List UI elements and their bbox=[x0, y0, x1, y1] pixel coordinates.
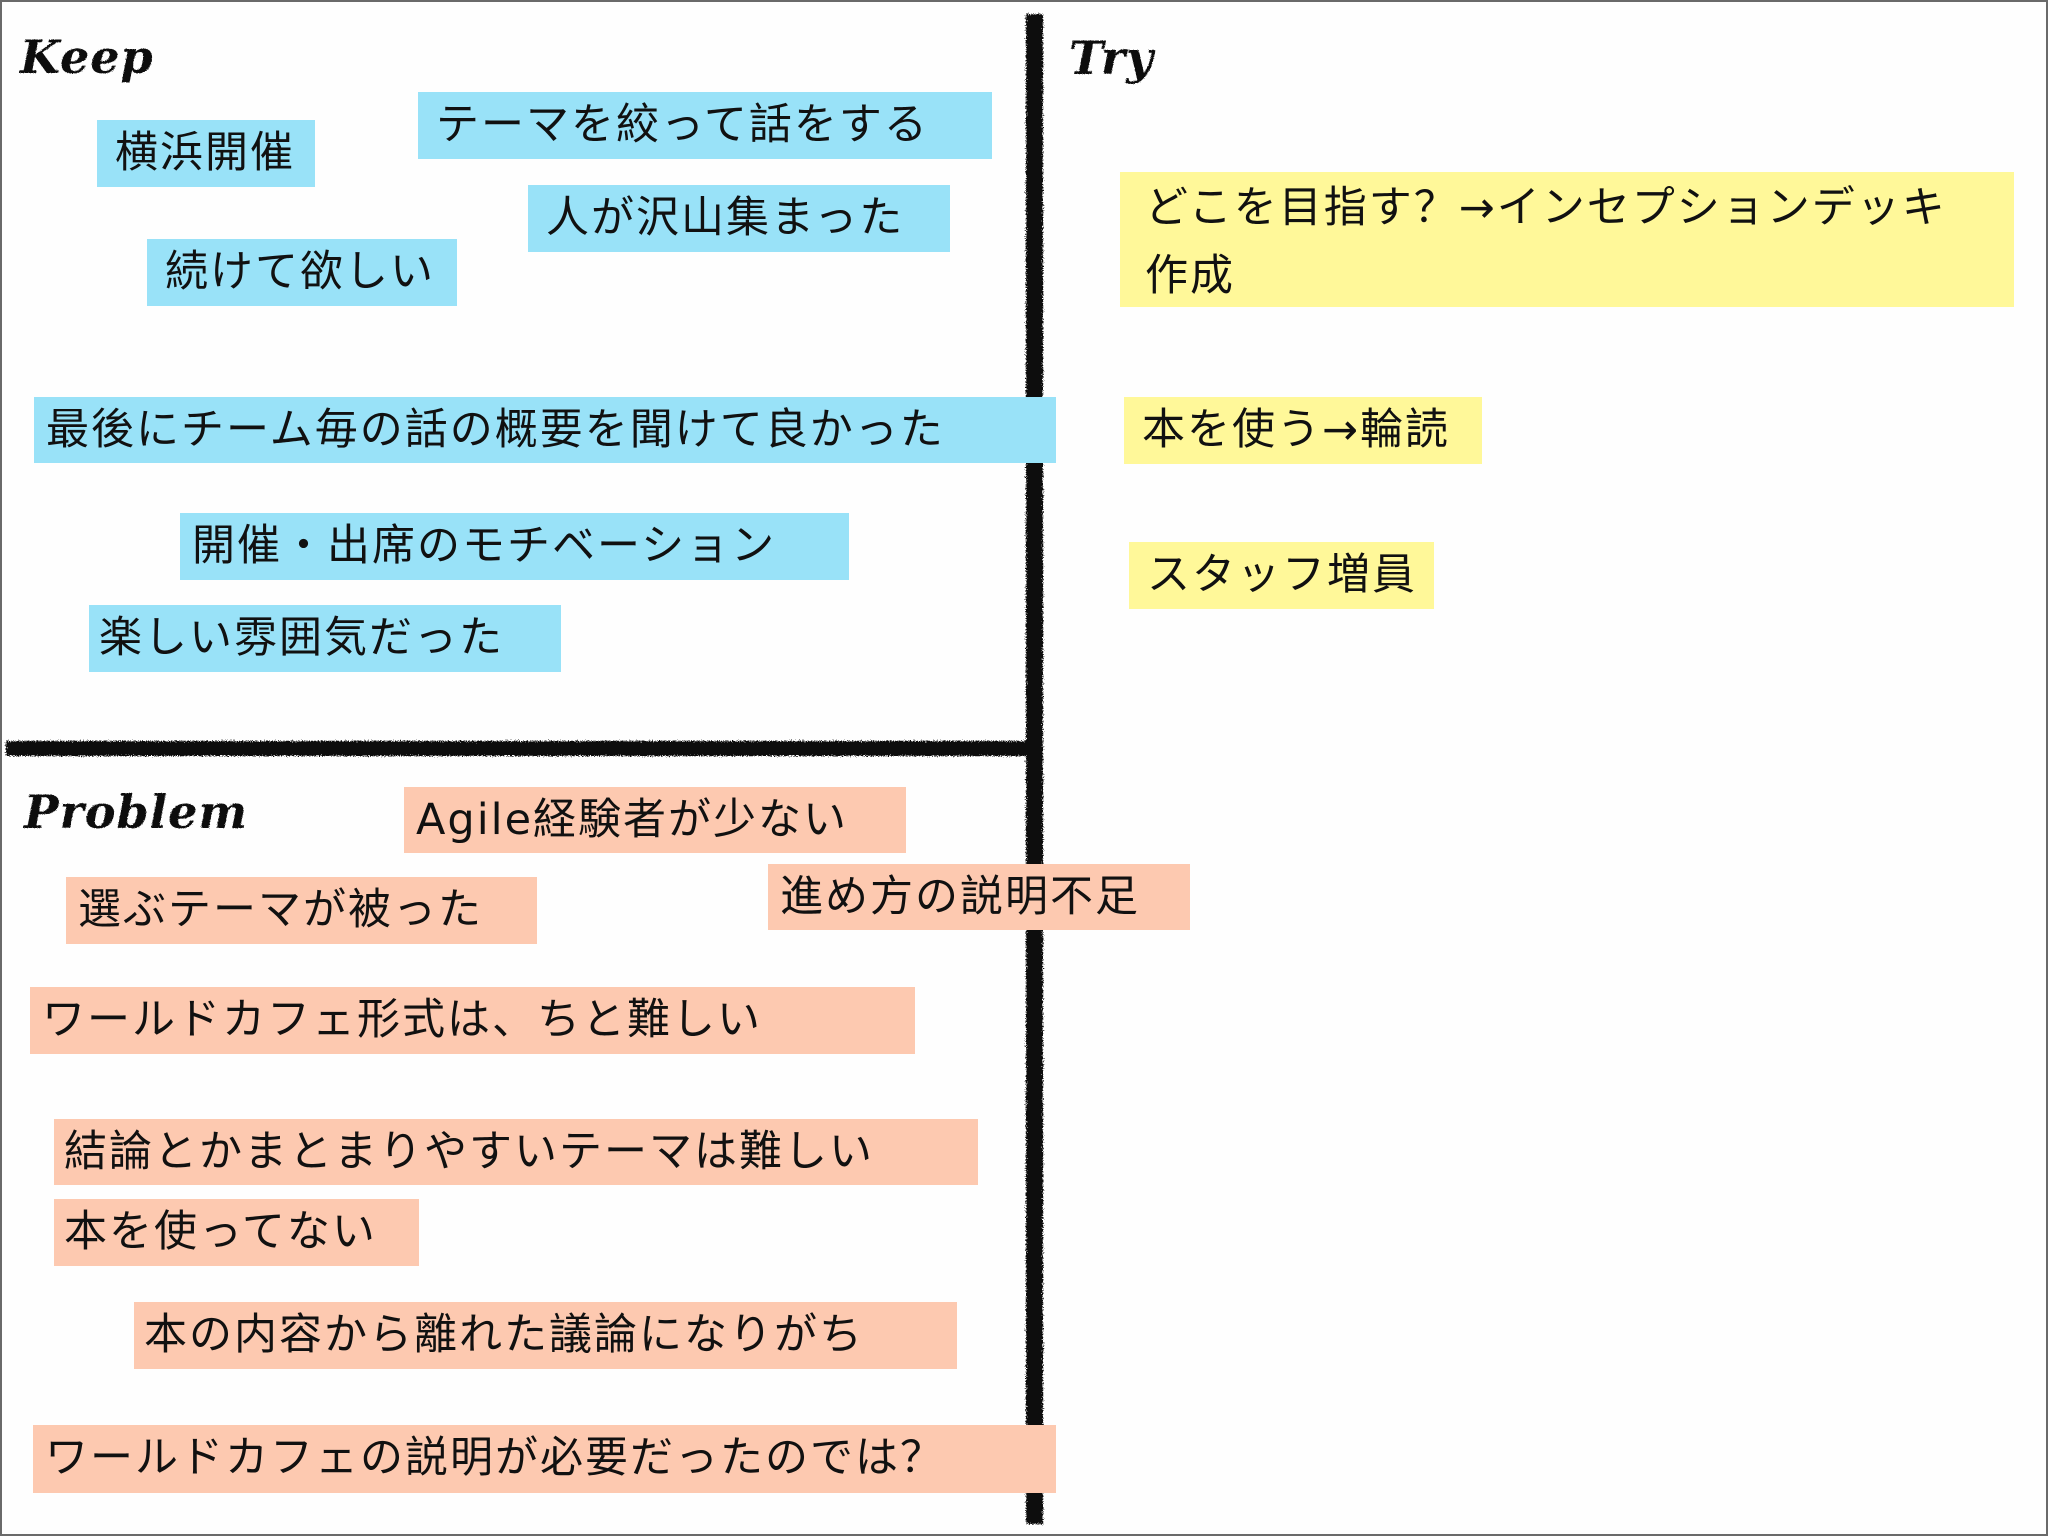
keep-note[interactable]: 開催・出席のモチベーション bbox=[180, 513, 849, 580]
note-text: 横浜開催 bbox=[115, 128, 295, 178]
problem-note[interactable]: 本を使ってない bbox=[54, 1199, 419, 1266]
problem-note[interactable]: ワールドカフェ形式は、ちと難しい bbox=[30, 987, 915, 1054]
vertical-divider bbox=[1026, 14, 1043, 1524]
problem-note[interactable]: 進め方の説明不足 bbox=[768, 864, 1190, 930]
try-title: Try bbox=[1069, 31, 1154, 85]
note-text: 進め方の説明不足 bbox=[780, 872, 1140, 922]
note-text: 選ぶテーマが被った bbox=[78, 885, 483, 935]
problem-note[interactable]: Agile経験者が少ない bbox=[404, 787, 906, 853]
note-text: 本を使ってない bbox=[64, 1207, 377, 1257]
keep-note[interactable]: 続けて欲しい bbox=[147, 239, 457, 306]
note-text: 結論とかまとまりやすいテーマは難しい bbox=[64, 1127, 874, 1177]
note-text: ワールドカフェ形式は、ちと難しい bbox=[42, 995, 762, 1045]
keep-note[interactable]: 横浜開催 bbox=[97, 120, 315, 187]
note-text: 本を使う→輪読 bbox=[1142, 405, 1451, 455]
keep-note[interactable]: 最後にチーム毎の話の概要を聞けて良かった bbox=[34, 397, 1056, 463]
note-text: 楽しい雰囲気だった bbox=[99, 613, 504, 663]
note-text: 開催・出席のモチベーション bbox=[192, 521, 777, 571]
try-note[interactable]: 本を使う→輪読 bbox=[1124, 397, 1482, 464]
keep-title: Keep bbox=[20, 30, 154, 84]
keep-note[interactable]: 楽しい雰囲気だった bbox=[89, 605, 561, 672]
keep-note[interactable]: テーマを絞って話をする bbox=[418, 92, 992, 159]
note-text: Agile経験者が少ない bbox=[416, 795, 849, 845]
problem-note[interactable]: 選ぶテーマが被った bbox=[66, 877, 537, 944]
problem-title: Problem bbox=[24, 785, 249, 839]
note-text: 続けて欲しい bbox=[165, 247, 435, 297]
note-text: どこを目指す？→インセプションデッキ作成 bbox=[1145, 183, 1947, 301]
note-text: ワールドカフェの説明が必要だったのでは？ bbox=[45, 1433, 945, 1483]
problem-note[interactable]: ワールドカフェの説明が必要だったのでは？ bbox=[33, 1425, 1056, 1493]
note-text: テーマを絞って話をする bbox=[436, 100, 929, 150]
try-note[interactable]: どこを目指す？→インセプションデッキ作成 bbox=[1120, 172, 2014, 307]
problem-note[interactable]: 本の内容から離れた議論になりがち bbox=[134, 1302, 957, 1369]
note-text: 人が沢山集まった bbox=[546, 193, 905, 243]
note-text: 最後にチーム毎の話の概要を聞けて良かった bbox=[46, 405, 945, 455]
keep-note[interactable]: 人が沢山集まった bbox=[528, 185, 950, 252]
note-text: スタッフ増員 bbox=[1147, 550, 1417, 600]
try-note[interactable]: スタッフ増員 bbox=[1129, 542, 1434, 609]
note-text: 本の内容から離れた議論になりがち bbox=[144, 1310, 864, 1360]
problem-note[interactable]: 結論とかまとまりやすいテーマは難しい bbox=[54, 1119, 978, 1185]
horizontal-divider bbox=[6, 741, 1028, 756]
